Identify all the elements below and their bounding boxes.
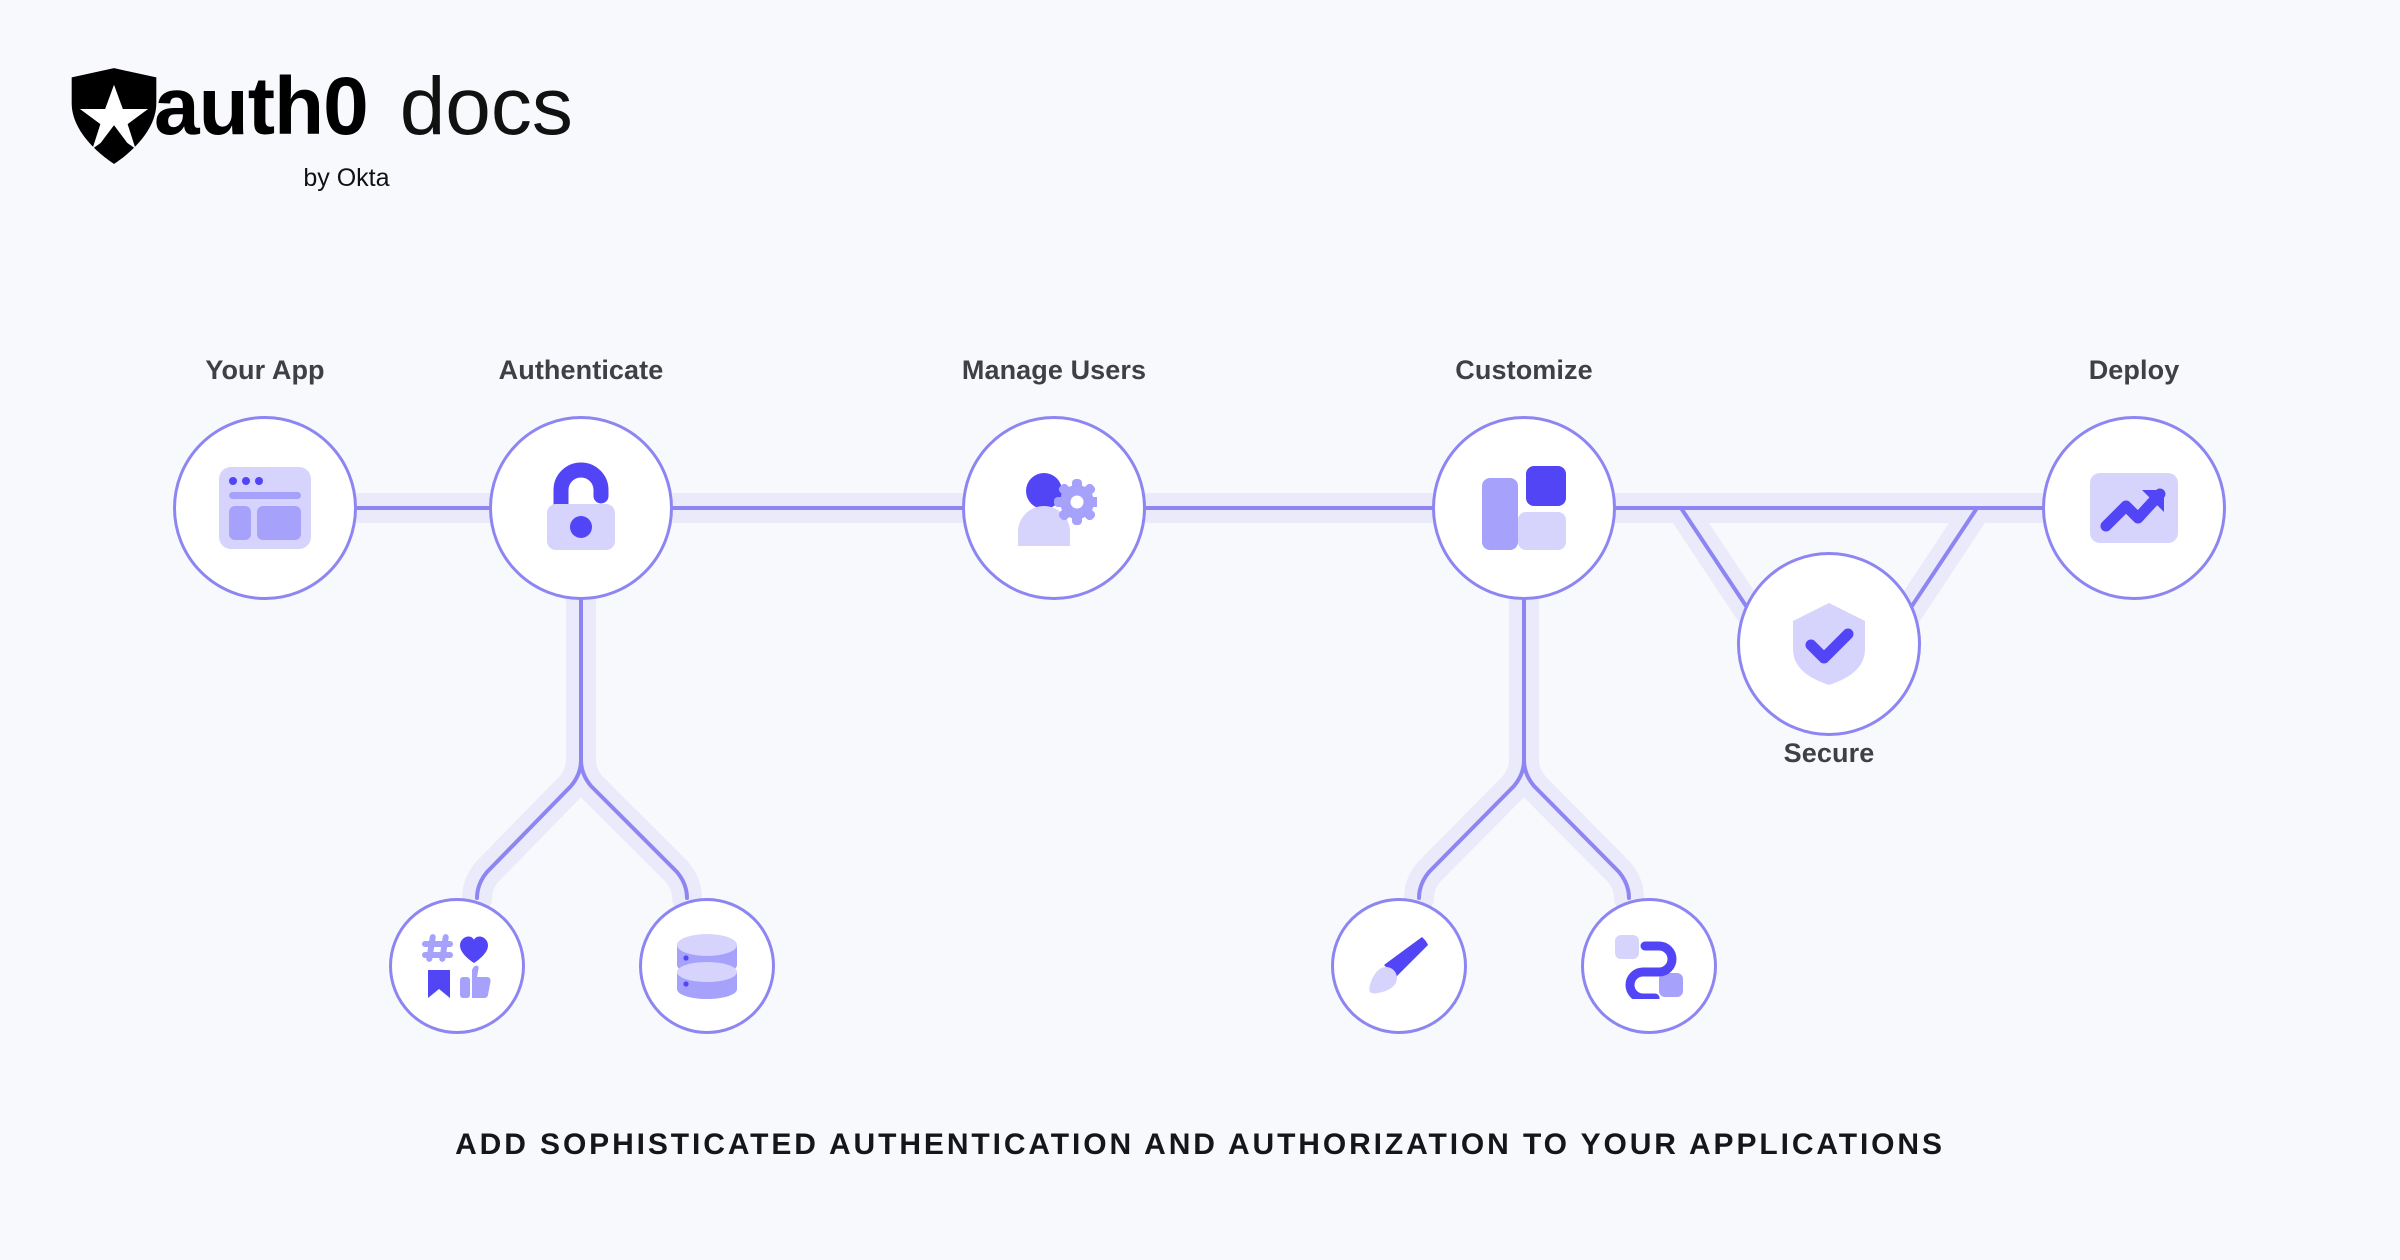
browser-window-icon xyxy=(219,467,311,549)
brand-header[interactable]: auth0 docs by Okta xyxy=(68,66,573,193)
node-deploy[interactable] xyxy=(2042,416,2226,600)
heart-icon xyxy=(460,936,488,963)
node-label-secure: Secure xyxy=(1783,738,1875,768)
hashtag-icon xyxy=(422,934,453,962)
user-gear-icon xyxy=(1018,473,1097,546)
page-tagline: ADD SOPHISTICATED AUTHENTICATION AND AUT… xyxy=(455,1128,1945,1161)
brand-product: docs xyxy=(399,61,573,152)
node-your-app[interactable] xyxy=(173,416,357,600)
node-label-your-app: Your App xyxy=(205,355,325,385)
brand-subtitle: by Okta xyxy=(303,164,390,192)
node-branding[interactable] xyxy=(1331,898,1467,1034)
database-icon xyxy=(677,934,737,999)
node-social-connections[interactable] xyxy=(389,898,525,1034)
social-reactions-icon xyxy=(422,934,491,998)
auth0-shield-star-logo-icon xyxy=(71,68,157,164)
node-manage-users[interactable] xyxy=(962,416,1146,600)
bookmark-icon xyxy=(428,970,450,998)
node-secure[interactable] xyxy=(1737,552,1921,736)
node-customize[interactable] xyxy=(1432,416,1616,600)
flow-connector-icon xyxy=(1615,935,1683,999)
open-padlock-icon xyxy=(547,462,615,550)
shield-check-icon xyxy=(1793,603,1865,685)
layout-blocks-icon xyxy=(1482,466,1566,550)
trending-up-icon xyxy=(2090,473,2178,543)
node-database[interactable] xyxy=(639,898,775,1034)
node-label-manage-users: Manage Users xyxy=(961,355,1147,385)
brand-name: auth0 xyxy=(154,61,369,152)
node-label-authenticate: Authenticate xyxy=(498,355,664,385)
node-label-customize: Customize xyxy=(1455,355,1593,385)
paintbrush-icon xyxy=(1369,937,1428,994)
node-label-deploy: Deploy xyxy=(2088,355,2180,385)
node-authenticate[interactable] xyxy=(489,416,673,600)
node-flows[interactable] xyxy=(1581,898,1717,1034)
thumbs-up-icon xyxy=(460,965,491,998)
